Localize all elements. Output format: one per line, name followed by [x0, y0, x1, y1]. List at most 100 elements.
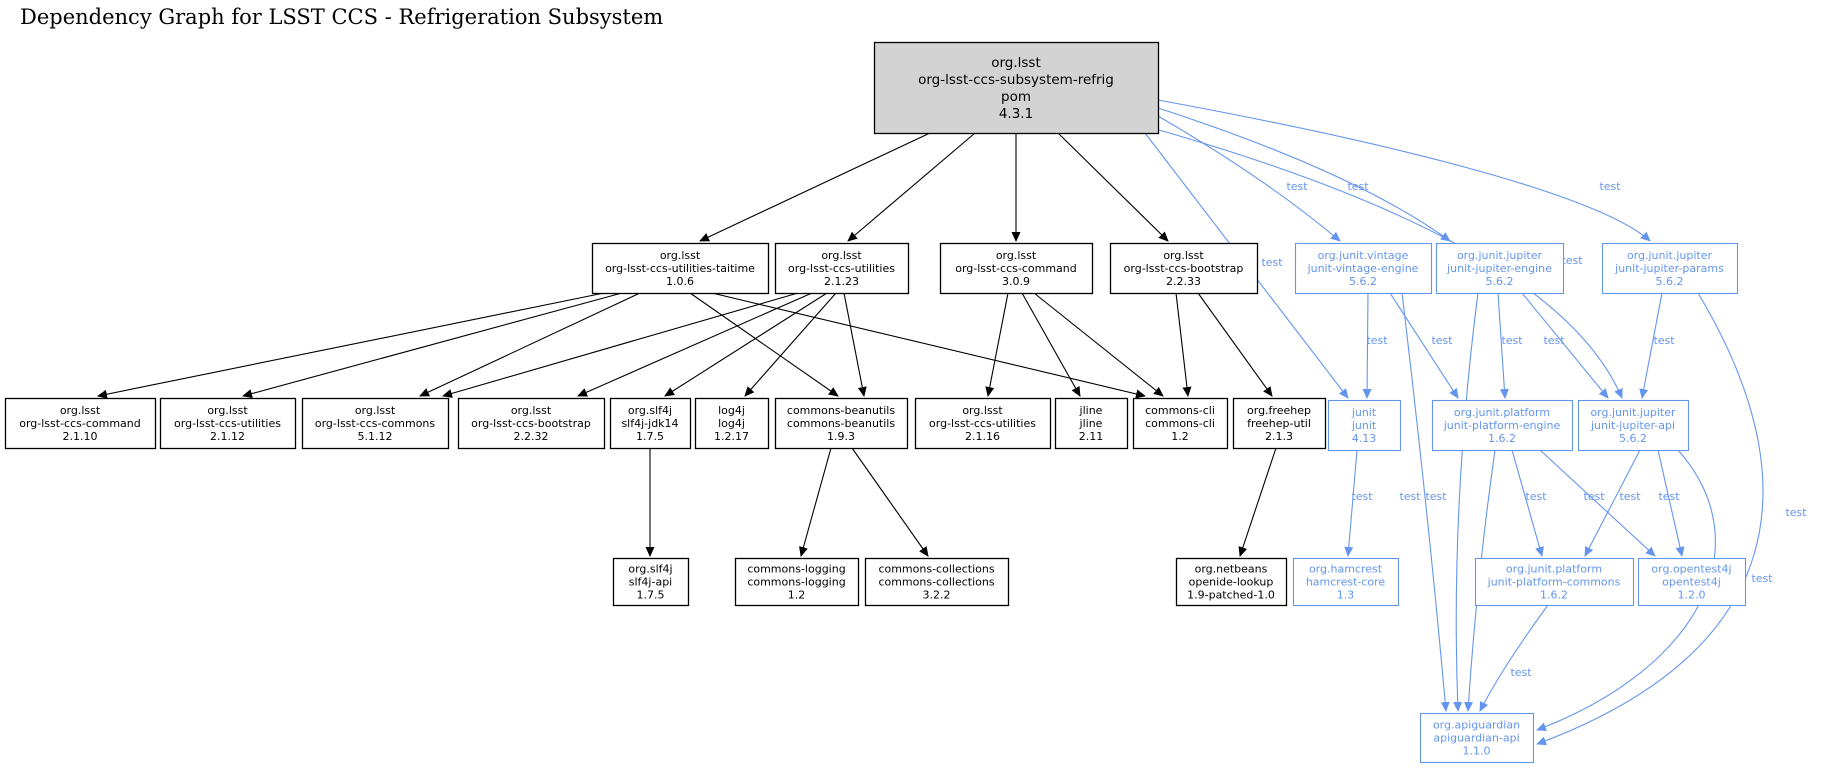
edge-jupiter-api-platform-commons	[1584, 449, 1641, 557]
edge-label-jupiter-api-opentest4j: test	[1658, 490, 1680, 503]
edge-label-jupiter-api-platform-commons: test	[1619, 490, 1641, 503]
edge-jupiter-api-opentest4j	[1657, 449, 1685, 557]
edge-platform-commons-apiguardian	[1479, 604, 1549, 712]
edge-root-jupiter-params	[1157, 99, 1651, 242]
edge-utilities2123-beanutils	[843, 292, 867, 397]
edge-command309-commons-cli	[1033, 292, 1164, 397]
edge-label-jupiter-engine-apiguardian: test	[1425, 490, 1447, 503]
edge-label-jupiter-api-apiguardian: test	[1751, 572, 1773, 585]
edge-jupiter-params-jupiter-api	[1639, 292, 1663, 399]
edge-label-root-jupiter-api: test	[1561, 254, 1583, 267]
edge-command309-utilities2116	[985, 292, 1009, 397]
edge-label-platform-engine-platform-commons: test	[1525, 490, 1547, 503]
edge-label-root-jupiter-params: test	[1599, 180, 1621, 193]
edge-root-vintage-engine	[1157, 115, 1341, 242]
edge-beanutils-commons-collections	[851, 447, 929, 557]
edge-platform-engine-platform-commons	[1511, 449, 1544, 557]
edge-junit-hamcrest-core	[1344, 449, 1358, 557]
edge-label-platform-commons-apiguardian: test	[1510, 666, 1532, 679]
edge-label-jupiter-params-apiguardian: test	[1785, 506, 1807, 519]
edge-vintage-engine-platform-engine	[1389, 292, 1459, 399]
edge-label-jupiter-engine-platform-engine: test	[1501, 334, 1523, 347]
edge-label-root-junit: test	[1261, 256, 1283, 269]
edge-label-jupiter-params-jupiter-api: test	[1653, 334, 1675, 347]
edge-bootstrap2233-commons-cli	[1175, 292, 1192, 397]
edge-jupiter-engine-platform-engine	[1497, 292, 1509, 399]
edge-taitime-beanutils	[689, 292, 839, 397]
edge-freehep-util-openide-lookup	[1238, 447, 1277, 557]
edge-taitime-commons5112	[419, 292, 641, 397]
edge-label-root-vintage-engine: test	[1286, 180, 1308, 193]
edge-utilities2123-commons5112	[442, 292, 799, 398]
edge-root-jupiter-engine	[1157, 107, 1451, 242]
edge-root-bootstrap2233	[1057, 132, 1169, 242]
edge-bootstrap2233-freehep-util	[1197, 292, 1273, 397]
edge-taitime-utilities2112	[242, 292, 623, 398]
edge-label-vintage-engine-platform-engine: test	[1431, 334, 1453, 347]
edge-utilities2123-log4j	[744, 292, 837, 397]
edge-vintage-engine-junit	[1362, 292, 1372, 399]
edge-jupiter-params-apiguardian	[1536, 292, 1764, 746]
edge-utilities2123-bootstrap2232	[577, 292, 813, 397]
edge-root-utilities2123	[847, 132, 976, 242]
edge-label-root-jupiter-engine: test	[1347, 180, 1369, 193]
edge-vintage-engine-apiguardian	[1401, 292, 1450, 712]
graph-title: Dependency Graph for LSST CCS - Refriger…	[20, 5, 664, 29]
edge-platform-engine-opentest4j	[1539, 449, 1656, 557]
edge-taitime-command2110	[97, 292, 605, 399]
edge-beanutils-commons-logging	[799, 447, 832, 557]
edge-utilities2123-slf4j-jdk14	[664, 292, 828, 397]
edge-label-vintage-engine-junit: test	[1366, 334, 1388, 347]
